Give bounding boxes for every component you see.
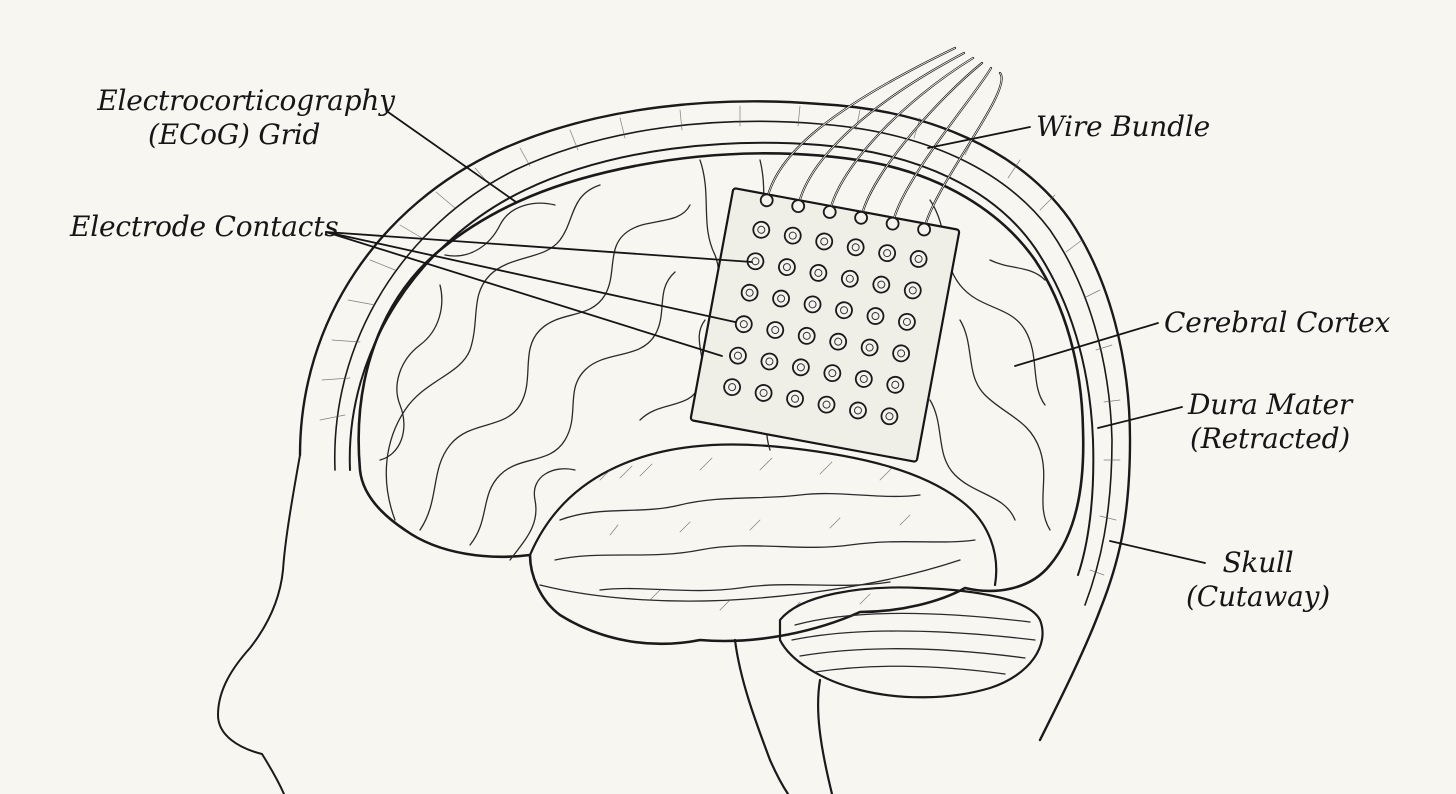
wire bbox=[923, 71, 1003, 231]
wire-terminal bbox=[791, 199, 806, 214]
electrode-contact bbox=[772, 289, 790, 308]
electrode-contact bbox=[849, 401, 867, 420]
wire-highlight bbox=[829, 57, 974, 213]
leader-ecog-grid bbox=[387, 111, 517, 203]
electrode-contact bbox=[783, 226, 802, 245]
head-profile bbox=[217, 454, 301, 794]
electrode-contact bbox=[752, 220, 771, 239]
cerebellum bbox=[778, 586, 1044, 699]
electrode-contact bbox=[815, 232, 834, 251]
electrode-contact bbox=[740, 283, 759, 302]
electrode-contact bbox=[754, 384, 773, 402]
electrode-contact bbox=[823, 364, 842, 383]
electrode-contact bbox=[866, 307, 885, 325]
electrode-contact bbox=[872, 275, 891, 294]
leader-electrode-contacts-2 bbox=[325, 231, 736, 323]
leader-skull bbox=[1109, 540, 1206, 564]
label-cerebral-cortex: Cerebral Cortex bbox=[1164, 306, 1391, 339]
electrode-contact bbox=[746, 252, 765, 271]
wire-terminal bbox=[854, 210, 868, 225]
label-electrode-contacts: Electrode Contacts bbox=[70, 210, 339, 243]
electrode-contact bbox=[729, 346, 747, 365]
leader-cerebral-cortex bbox=[1014, 322, 1159, 367]
electrode-contact bbox=[860, 338, 879, 357]
label-ecog-grid: Electrocorticography (ECoG) Grid bbox=[96, 84, 396, 152]
wire-highlight bbox=[797, 52, 965, 207]
electrode-contact bbox=[835, 301, 853, 320]
electrode-contact bbox=[840, 269, 859, 288]
electrode-contact bbox=[898, 312, 916, 331]
electrode-contact bbox=[846, 238, 865, 257]
electrode-contact bbox=[903, 281, 922, 300]
electrode-contact bbox=[778, 258, 796, 276]
electrode-contact bbox=[766, 321, 785, 339]
electrode-contact bbox=[734, 315, 753, 334]
electrode-contact bbox=[892, 344, 911, 363]
skull-cutaway bbox=[298, 100, 1132, 742]
electrode-contact bbox=[791, 358, 810, 377]
ecog-grid bbox=[689, 187, 961, 463]
electrode-contact bbox=[878, 244, 897, 263]
leader-lines bbox=[325, 111, 1206, 564]
label-dura-mater: Dura Mater (Retracted) bbox=[1180, 388, 1360, 456]
electrode-contact bbox=[854, 370, 873, 388]
leader-electrode-contacts-3 bbox=[325, 231, 723, 357]
wire-terminal bbox=[885, 216, 900, 231]
wire-bundle bbox=[759, 46, 1003, 237]
electrode-contact bbox=[886, 375, 905, 394]
electrode-contact bbox=[760, 352, 779, 371]
label-ecog-grid-line-1: Electrocorticography bbox=[97, 84, 395, 117]
electrode-contact bbox=[803, 295, 822, 314]
electrode-contact bbox=[797, 326, 816, 345]
brain-stem bbox=[733, 638, 834, 794]
electrode-contact bbox=[817, 395, 836, 414]
label-wire-bundle: Wire Bundle bbox=[1036, 110, 1210, 143]
wire-terminal bbox=[917, 222, 931, 237]
label-ecog-grid-line-2: (ECoG) Grid bbox=[148, 118, 321, 151]
label-skull-line-2: (Cutaway) bbox=[1186, 580, 1330, 613]
label-skull: Skull (Cutaway) bbox=[1178, 546, 1338, 614]
electrode-contacts bbox=[723, 220, 928, 426]
electrode-contact bbox=[909, 250, 928, 268]
wire-highlight bbox=[923, 72, 1003, 230]
wire-highlight bbox=[766, 47, 956, 201]
label-skull-line-1: Skull bbox=[1222, 546, 1294, 579]
wire-highlight bbox=[892, 67, 992, 224]
electrode-contact bbox=[829, 332, 848, 351]
leader-wire-bundle bbox=[927, 126, 1031, 149]
electrode-contact bbox=[786, 389, 804, 408]
electrode-contact bbox=[880, 407, 899, 426]
leader-dura-mater bbox=[1097, 406, 1183, 429]
leader-electrode-contacts-1 bbox=[325, 231, 753, 263]
wire-terminal bbox=[759, 193, 774, 208]
wire-highlight bbox=[860, 62, 983, 219]
electrode-contact bbox=[809, 264, 828, 282]
label-dura-mater-line-1: Dura Mater bbox=[1187, 388, 1353, 421]
electrode-contact bbox=[723, 378, 742, 397]
label-dura-mater-line-2: (Retracted) bbox=[1189, 422, 1351, 455]
wire-terminal bbox=[822, 205, 837, 219]
